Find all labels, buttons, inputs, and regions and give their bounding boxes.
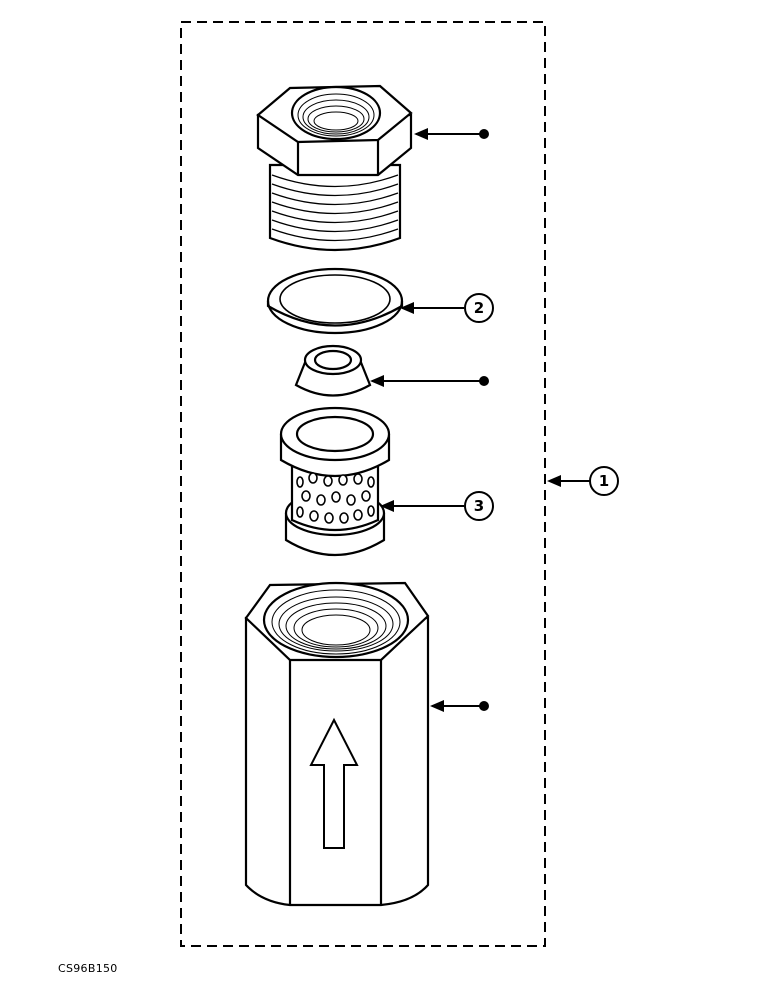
callout-screen: 3 [464, 491, 494, 521]
screen-filter [279, 406, 391, 556]
assembly-boundary [180, 21, 546, 947]
valve-seat [294, 344, 372, 397]
threaded-adapter [256, 84, 413, 252]
callout-assembly: 1 [589, 466, 619, 496]
marker-dot-seat [479, 376, 489, 386]
flow-direction-arrow [309, 717, 359, 849]
callout-screen-label: 3 [474, 497, 484, 515]
seal-ring [266, 267, 404, 335]
marker-dot-adapter [479, 129, 489, 139]
marker-dot-body [479, 701, 489, 711]
callout-seal-ring-label: 2 [474, 299, 484, 317]
callout-assembly-label: 1 [599, 472, 609, 490]
drawing-code: CS96B150 [58, 962, 118, 975]
leader-arrowheads [370, 128, 561, 712]
valve-body [244, 581, 430, 907]
callout-seal-ring: 2 [464, 293, 494, 323]
